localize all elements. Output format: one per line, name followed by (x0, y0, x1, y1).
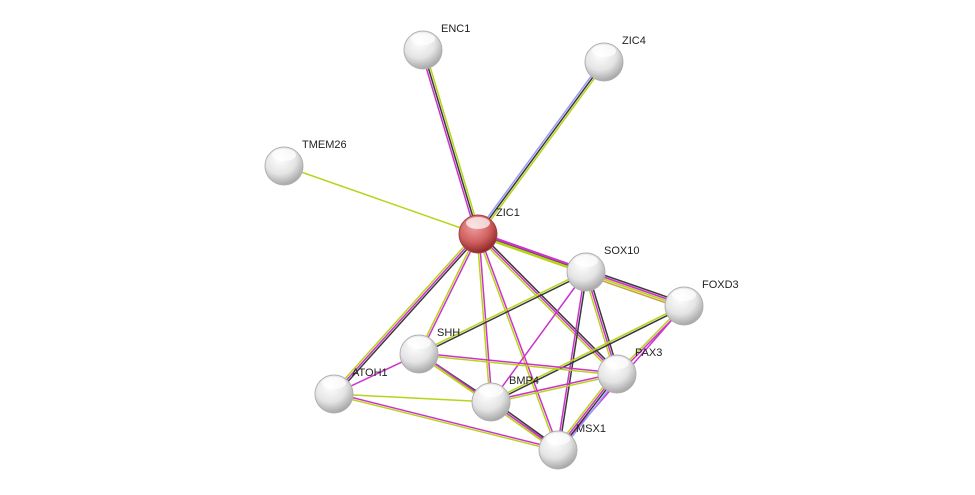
evidence-line-magenta (490, 271, 587, 403)
edge-shh-pax3[interactable] (418, 352, 618, 376)
node-label: FOXD3 (702, 279, 739, 291)
node-label: BMP4 (509, 375, 539, 387)
evidence-line-magenta (419, 234, 480, 355)
node-label: SHH (437, 327, 460, 339)
edge-sox10-shh[interactable] (418, 270, 587, 356)
node-label: TMEM26 (302, 139, 347, 151)
edge-foxd3-bmp4[interactable] (490, 304, 685, 404)
node-label: ENC1 (441, 23, 470, 35)
evidence-line-yellow (490, 304, 684, 402)
evidence-line-black (419, 272, 587, 356)
evidence-line-yellow (479, 62, 607, 236)
node-label: SOX10 (604, 245, 639, 257)
evidence-line-yellow (333, 393, 492, 403)
evidence-line-blue (475, 60, 603, 234)
bubble-highlight (322, 377, 346, 389)
edge-zic1-msx1[interactable] (476, 233, 560, 451)
edge-zic1-shh[interactable] (417, 233, 480, 355)
evidence-line-yellow (424, 49, 481, 234)
node-msx1[interactable]: MSX1 (538, 423, 606, 470)
edge-zic1-zic4[interactable] (475, 60, 607, 236)
node-label: ZIC1 (496, 207, 520, 219)
evidence-line-black (558, 272, 588, 451)
evidence-line-magenta (333, 233, 479, 395)
node-sox10[interactable]: SOX10 (566, 245, 639, 292)
node-shh[interactable]: SHH (399, 327, 460, 374)
evidence-line-black (477, 61, 605, 235)
bubble-highlight (411, 33, 435, 45)
edge-sox10-bmp4[interactable] (490, 271, 587, 403)
evidence-line-magenta (334, 392, 559, 450)
node-label: PAX3 (635, 347, 662, 359)
edge-atoh1-msx1[interactable] (333, 392, 559, 452)
evidence-line-yellow (418, 270, 586, 354)
evidence-line-yellow (476, 234, 558, 451)
evidence-line-yellow (491, 374, 618, 404)
bubble-highlight (407, 337, 431, 349)
node-enc1[interactable]: ENC1 (403, 23, 470, 70)
node-bmp4[interactable]: BMP4 (471, 375, 539, 422)
evidence-line-black (422, 49, 479, 235)
evidence-line-magenta (478, 233, 560, 450)
bubble-highlight (592, 45, 616, 57)
evidence-line-yellow (333, 394, 558, 452)
bubble-highlight (479, 385, 503, 397)
evidence-line-yellow (283, 165, 479, 235)
edge-bmp4-pax3[interactable] (490, 372, 618, 404)
bubble-highlight (672, 289, 696, 301)
evidence-line-yellow (417, 233, 478, 354)
bubble-highlight (466, 217, 490, 229)
evidence-line-magenta (420, 50, 477, 235)
bubble-highlight (272, 149, 296, 161)
bubble-highlight (546, 433, 570, 445)
node-pax3[interactable]: PAX3 (597, 347, 662, 394)
edge-zic1-tmem26[interactable] (283, 165, 479, 235)
node-zic1[interactable]: ZIC1 (458, 207, 520, 254)
edge-zic1-bmp4[interactable] (476, 233, 493, 403)
evidence-line-magenta (490, 372, 617, 402)
bubble-highlight (574, 255, 598, 267)
evidence-line-magenta (478, 233, 493, 402)
edge-zic1-atoh1[interactable] (331, 232, 481, 396)
evidence-line-yellow (476, 234, 491, 403)
evidence-line-magenta (477, 233, 618, 375)
node-label: MSX1 (576, 423, 606, 435)
node-atoh1[interactable]: ATOH1 (314, 367, 388, 414)
node-label: ATOH1 (352, 367, 388, 379)
evidence-line-magenta (419, 352, 618, 374)
edge-atoh1-bmp4[interactable] (333, 393, 492, 403)
node-label: ZIC4 (622, 35, 646, 47)
node-zic4[interactable]: ZIC4 (584, 35, 646, 82)
edge-zic1-enc1[interactable] (420, 49, 481, 235)
node-foxd3[interactable]: FOXD3 (664, 279, 739, 326)
node-tmem26[interactable]: TMEM26 (264, 139, 347, 186)
bubble-highlight (605, 357, 629, 369)
evidence-line-black (491, 306, 685, 404)
evidence-line-black (334, 234, 481, 396)
evidence-line-yellow (418, 354, 617, 376)
evidence-line-yellow (331, 232, 478, 394)
